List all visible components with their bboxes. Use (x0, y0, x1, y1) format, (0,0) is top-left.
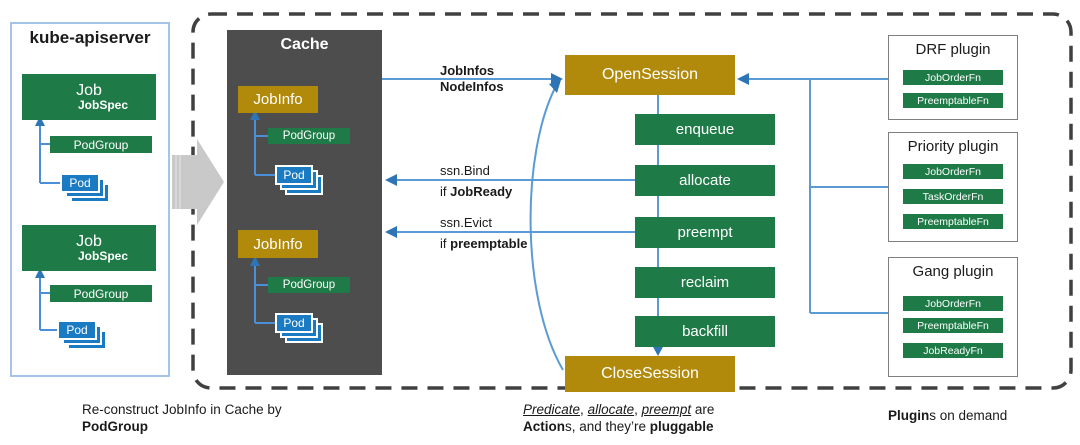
job-box: Job JobSpec (22, 225, 156, 271)
pluggable-word: pluggable (649, 419, 714, 434)
fn-chip: JobReadyFn (903, 343, 1003, 358)
arrow-left-icon (385, 174, 397, 186)
cache-title: Cache (280, 36, 329, 53)
mid-text: s, and they’re (565, 419, 650, 434)
ssn-bind-label: ssn.Bind (440, 163, 490, 178)
sep: , (634, 402, 642, 417)
job-label: Job (76, 81, 102, 99)
drf-plugin-title: DRF plugin (915, 41, 991, 58)
plugin-word: Plugin (888, 408, 930, 423)
nodeinfos-label: NodeInfos (440, 79, 504, 94)
job-box: Job JobSpec (22, 74, 156, 120)
drf-plugin-box: DRF plugin JobOrderFn PreemptableFn (888, 35, 1018, 120)
caption-cache-line1: Re-construct JobInfo in Cache by (82, 402, 282, 417)
podgroup-bar: PodGroup (50, 136, 152, 153)
arrow-up-right-icon (549, 80, 561, 93)
opensession-box: OpenSession (565, 55, 735, 95)
jobspec-label: JobSpec (77, 98, 128, 113)
if-preemptable-label: if preemptable (440, 236, 527, 252)
edge-plugins-to-opensession (748, 78, 888, 314)
priority-plugin-box: Priority plugin JobOrderFn TaskOrderFn P… (888, 132, 1018, 242)
fn-chip: PreemptableFn (903, 214, 1003, 229)
arrow-down-icon (652, 345, 664, 356)
caption-actions-line1: Predicate, allocate, preempt are (523, 401, 714, 418)
gray-arrow-stripes (175, 155, 181, 209)
fn-chip: JobOrderFn (903, 164, 1003, 179)
pod-stack: Pod (60, 173, 110, 203)
edge-label-jobinfos: JobInfos NodeInfos (440, 63, 504, 95)
sep: , (580, 402, 588, 417)
pod-card: Pod (275, 313, 313, 333)
edge-closesession-to-opensession (529, 85, 564, 371)
arrow-up-icon (250, 256, 260, 266)
gang-plugin-box: Gang plugin JobOrderFn PreemptableFn Job… (888, 257, 1018, 377)
caption-actions-line2: Actions, and they’re pluggable (523, 418, 714, 435)
action-enqueue: enqueue (635, 114, 775, 145)
if-prefix: if (440, 236, 451, 251)
kube-to-cache-arrow (172, 139, 224, 225)
fn-chip: JobOrderFn (903, 296, 1003, 311)
ssn-evict-label: ssn.Evict (440, 215, 493, 230)
action-reclaim: reclaim (635, 267, 775, 298)
are-word: are (691, 402, 715, 417)
action-allocate: allocate (635, 165, 775, 196)
jobinfos-label: JobInfos (440, 63, 495, 78)
fn-chip: TaskOrderFn (903, 189, 1003, 204)
action-preempt: preempt (635, 217, 775, 248)
if-jobready-label: if JobReady (440, 184, 512, 200)
pod-stack: Pod (275, 313, 323, 343)
caption-cache: Re-construct JobInfo in Cache by PodGrou… (82, 401, 282, 435)
action-word: Action (523, 419, 565, 434)
jobinfo-box: JobInfo (238, 230, 318, 258)
arrow-left-icon (385, 226, 397, 238)
podgroup-bar: PodGroup (268, 277, 350, 293)
fn-chip: PreemptableFn (903, 93, 1003, 108)
gang-plugin-title: Gang plugin (912, 263, 994, 280)
fn-chip: PreemptableFn (903, 318, 1003, 333)
pod-card: Pod (57, 320, 97, 340)
preempt-word: preempt (641, 402, 692, 417)
caption-cache-line2: PodGroup (82, 419, 148, 434)
podgroup-bar: PodGroup (268, 128, 350, 144)
podgroup-bar: PodGroup (50, 285, 152, 302)
closesession-box: CloseSession (565, 356, 735, 392)
pod-stack: Pod (57, 320, 107, 350)
on-demand-text: s on demand (929, 408, 1008, 423)
job-label: Job (76, 232, 102, 250)
pod-stack: Pod (275, 165, 323, 195)
arrow-left-icon (737, 73, 749, 85)
arrow-up-icon (250, 110, 260, 120)
arrow-up-icon (35, 268, 45, 278)
arrow-up-icon (35, 116, 45, 126)
caption-plugins: Plugins on demand (888, 407, 1007, 424)
priority-plugin-title: Priority plugin (907, 138, 999, 155)
jobready-label: JobReady (450, 184, 513, 199)
allocate-word: allocate (587, 402, 635, 417)
predicate-word: Predicate (523, 402, 581, 417)
pod-card: Pod (275, 165, 313, 185)
caption-actions: Predicate, allocate, preempt are Actions… (523, 401, 714, 435)
action-backfill: backfill (635, 316, 775, 347)
fn-chip: JobOrderFn (903, 70, 1003, 85)
kube-group-connectors (39, 120, 60, 331)
pod-card: Pod (60, 173, 100, 193)
cache-group-connectors (254, 114, 275, 324)
if-prefix: if (440, 184, 451, 199)
jobinfo-box: JobInfo (238, 86, 318, 113)
jobspec-label: JobSpec (77, 249, 128, 264)
arrow-right-icon (551, 73, 563, 85)
preemptable-label: preemptable (450, 236, 528, 251)
kube-apiserver-title: kube-apiserver (29, 28, 151, 47)
